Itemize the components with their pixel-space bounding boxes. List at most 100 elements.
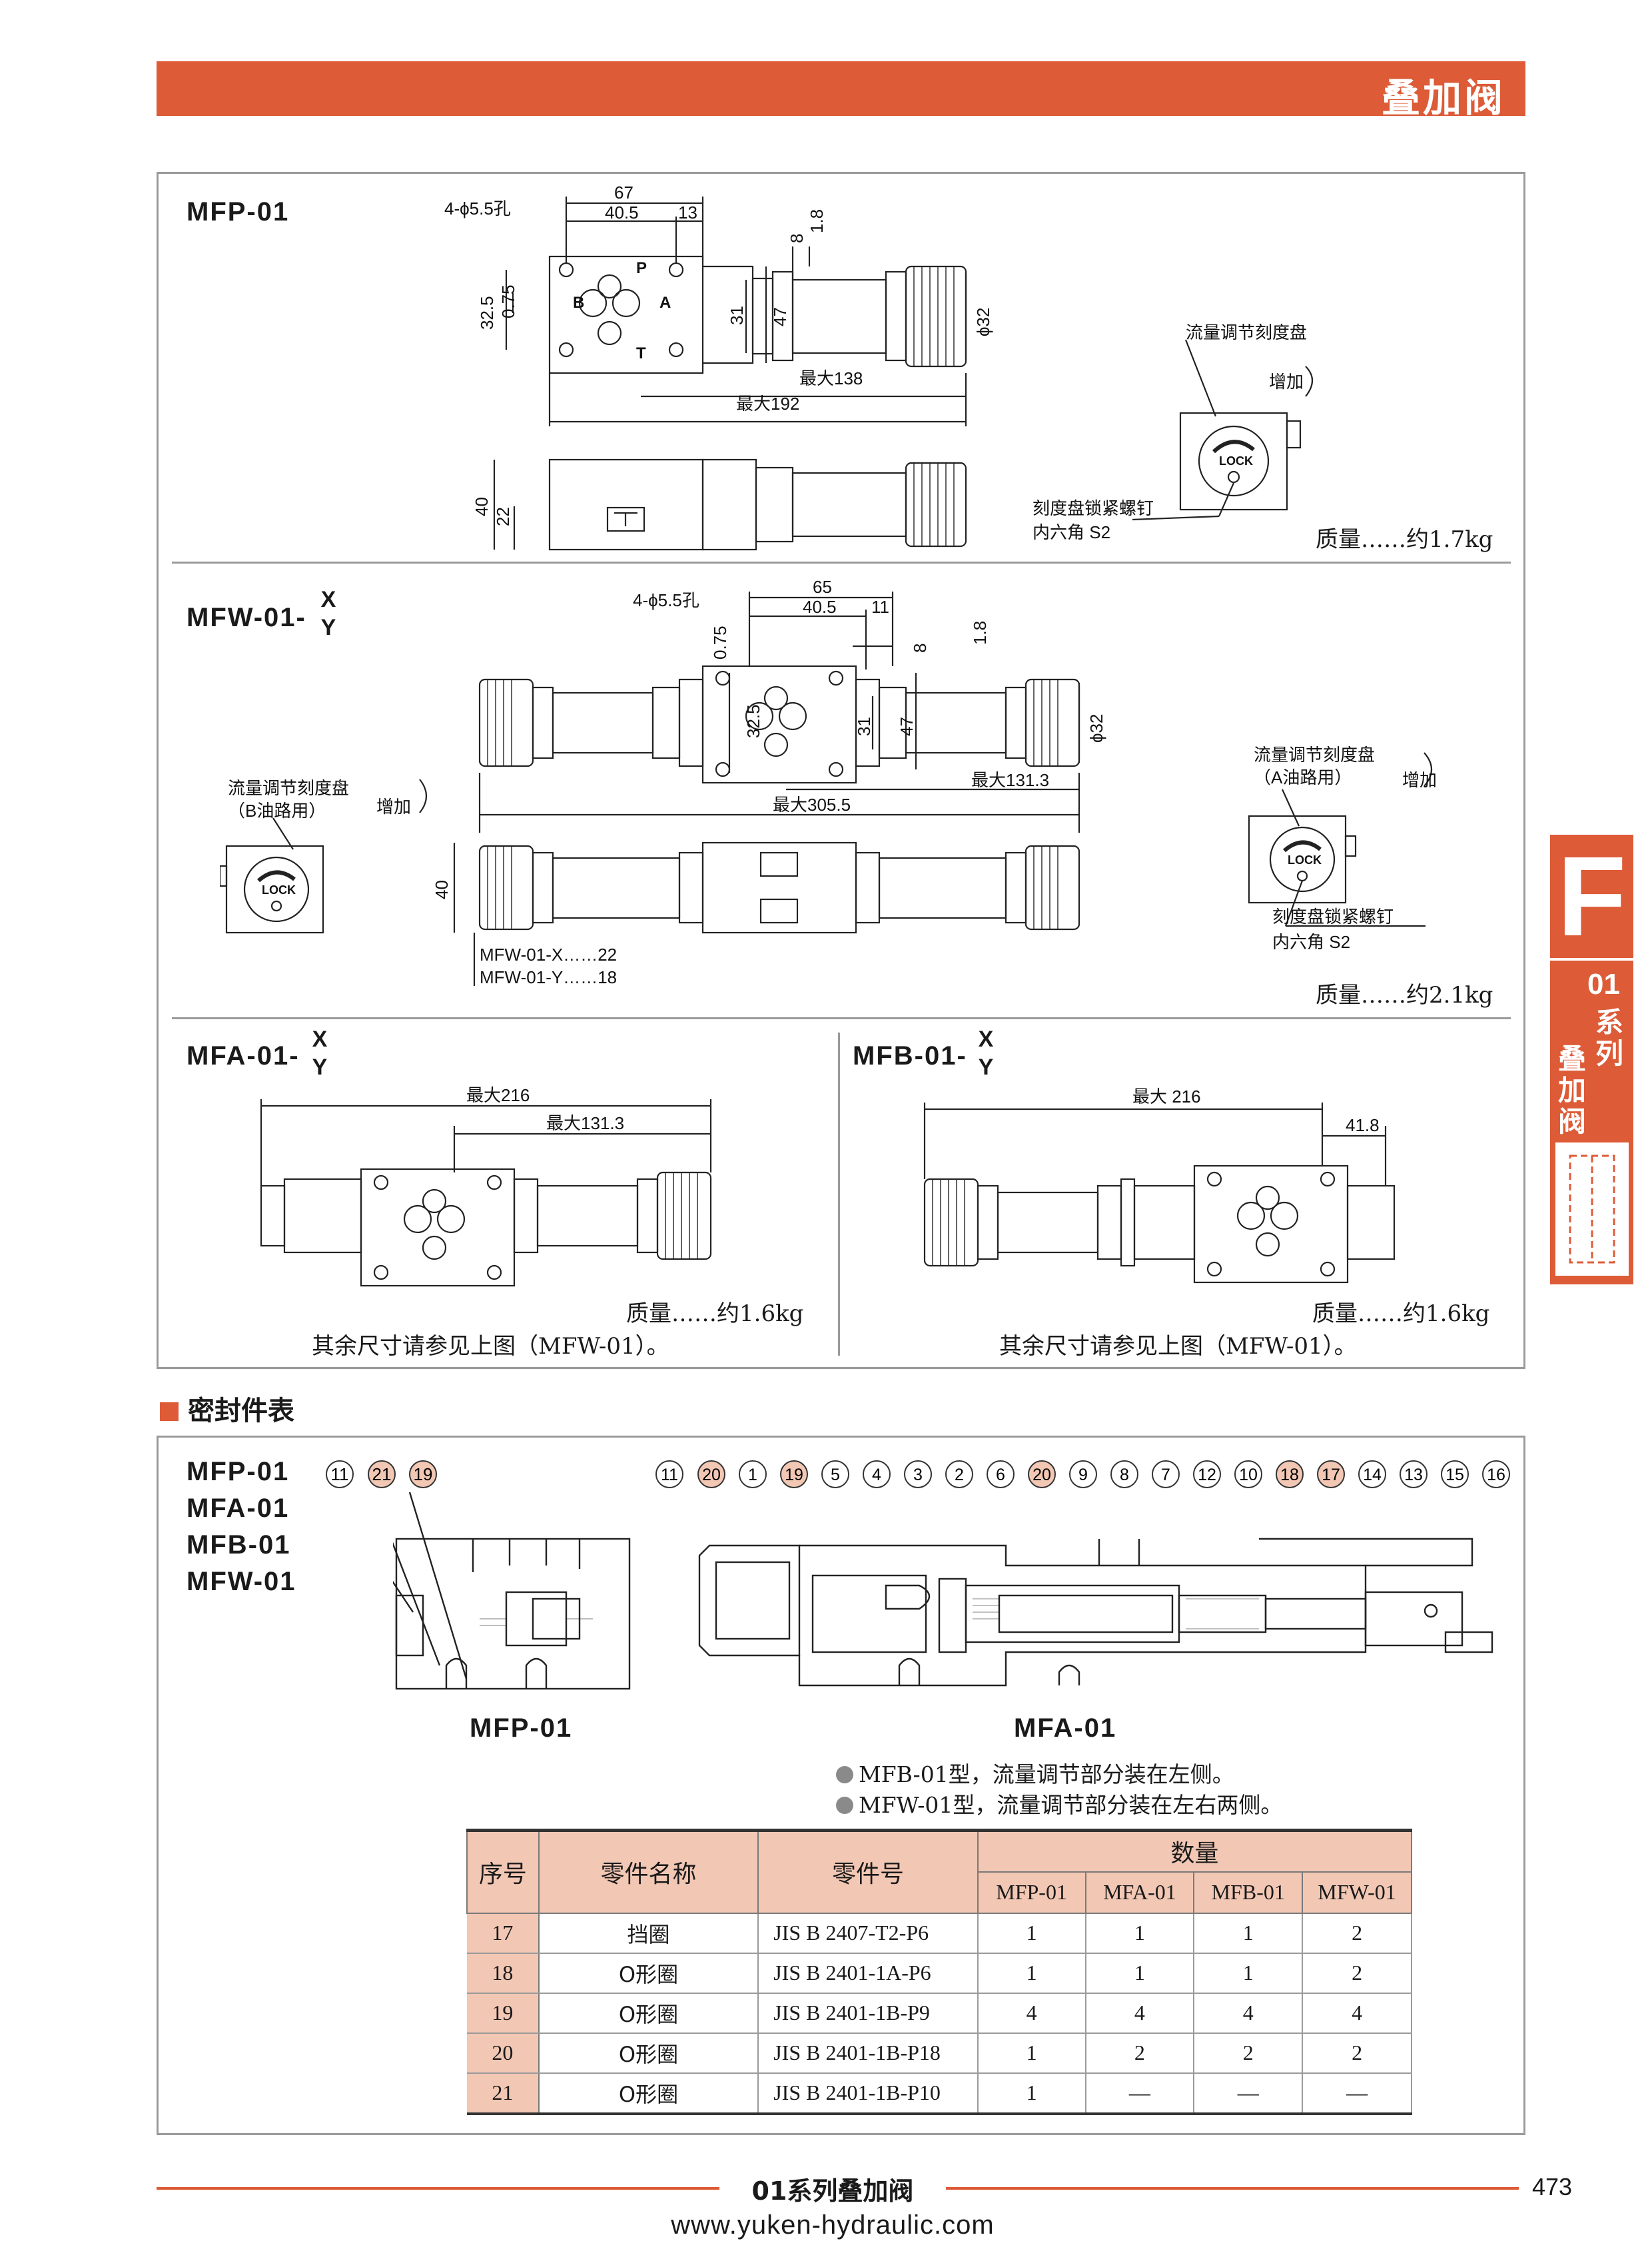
mfw-dial-b-sub: （B油路用） — [228, 801, 326, 821]
callout-r-13: 12 — [1198, 1466, 1216, 1484]
row-qty-mfp: 1 — [977, 2033, 1086, 2074]
mfw-holes-label: 4-ϕ5.5孔 — [633, 590, 699, 610]
footer-title: 01系列叠加阀 — [751, 2176, 914, 2206]
seals-note-1-text: MFB-01型，流量调节部分装在左侧。 — [859, 1761, 1234, 1787]
mfa-mass: 质量……约1.6kg — [626, 1300, 804, 1327]
row-part: JIS B 2401-1B-P9 — [758, 1993, 979, 2034]
mfp-dim-22: 22 — [493, 507, 513, 526]
footer-url[interactable]: www.yuken-hydraulic.com — [671, 2210, 995, 2240]
side-tab-symbol-icon — [1555, 1142, 1629, 1276]
side-tab-char-3: 叠 — [1558, 1043, 1587, 1075]
mfp-dim-47: 47 — [770, 307, 790, 326]
callout-l-0: 11 — [331, 1464, 349, 1484]
mfp-port-t: T — [636, 344, 646, 362]
mfw-increase-a: 增加 — [1402, 770, 1437, 790]
mfw-y-dim: MFW-01-Y……18 — [480, 967, 617, 987]
mfw-dim-47: 47 — [897, 717, 917, 736]
mfp-port-b: B — [573, 294, 584, 312]
table-row: 21 O形圈 JIS B 2401-1B-P10 1 — — — — [467, 2072, 1412, 2115]
callout-r-3: 19 — [785, 1466, 803, 1484]
mfa-note: 其余尺寸请参见上图（MFW-01）。 — [312, 1333, 669, 1360]
callout-r-18: 13 — [1404, 1466, 1423, 1484]
row-qty-mfw: 2 — [1302, 1953, 1412, 1994]
mfp-dim-13: 13 — [678, 203, 697, 223]
row-qty-mfb: — — [1194, 2072, 1304, 2115]
side-tab-letter: F — [1557, 833, 1627, 960]
row-qty-mfw: 2 — [1302, 1913, 1412, 1954]
col-header-mfp: MFP-01 — [977, 1871, 1086, 1914]
side-tab-char-1: 系 — [1595, 1006, 1624, 1039]
row-qty-mfa: 2 — [1085, 2033, 1195, 2074]
mfp-model-label: MFP-01 — [187, 197, 290, 226]
footer-line-left — [157, 2187, 719, 2190]
col-header-mfw: MFW-01 — [1302, 1871, 1412, 1914]
mfw-dial-a-detail: 流量调节刻度盘 （A油路用） 增加 LOCK 刻度盘锁紧螺钉 内六角 S2 — [1248, 745, 1437, 952]
mfb-dim-max216: 最大 216 — [1132, 1087, 1201, 1107]
header-title: 叠加阀 — [1381, 75, 1505, 121]
row-part: JIS B 2401-1B-P18 — [758, 2033, 979, 2074]
panel-divider-1 — [172, 562, 1511, 564]
mfp-port-a: A — [659, 294, 671, 312]
callout-l-2: 19 — [414, 1464, 433, 1484]
callout-r-1: 20 — [702, 1466, 721, 1484]
mfw-dimension-drawing: 4-ϕ5.5孔 65 40.5 11 8 1.8 0.75 32.5 31 47… — [432, 577, 1106, 987]
col-header-no: 序号 — [466, 1829, 540, 1914]
mfp-dial-detail: 流量调节刻度盘 增加 LOCK 刻度盘锁紧螺钉 内六角 S2 — [1032, 322, 1314, 542]
callout-r-6: 3 — [913, 1466, 923, 1484]
mfp-hex-label: 内六角 S2 — [1032, 522, 1110, 542]
callout-r-14: 10 — [1239, 1466, 1258, 1484]
mfp-dim-32-5: 32.5 — [477, 296, 497, 330]
mfp-dial-label: 流量调节刻度盘 — [1186, 322, 1307, 342]
mfp-dim-67: 67 — [614, 183, 633, 203]
mfw-x-dim: MFW-01-X……22 — [480, 945, 617, 965]
row-no: 19 — [467, 1993, 540, 2034]
seals-note-2: MFW-01型，流量调节部分装在左右两侧。 — [836, 1787, 1282, 1819]
mfw-dim-1-8: 1.8 — [970, 621, 990, 645]
callout-r-4: 5 — [831, 1466, 840, 1484]
mfw-dim-40-5: 40.5 — [803, 597, 837, 617]
row-no: 17 — [467, 1913, 540, 1954]
col-header-qty: 数量 — [977, 1829, 1413, 1873]
mfw-dim-8: 8 — [910, 644, 930, 653]
mfa-model-y: Y — [312, 1055, 328, 1080]
callout-r-20: 16 — [1487, 1466, 1505, 1484]
row-part: JIS B 2401-1A-P6 — [758, 1953, 979, 1994]
mfw-lock-a: LOCK — [1288, 853, 1322, 867]
mfp-dim-40-5: 40.5 — [605, 203, 639, 223]
mfw-dial-b-label: 流量调节刻度盘 — [228, 778, 349, 798]
bullet-icon — [836, 1797, 853, 1814]
mfw-dim-0-75: 0.75 — [710, 626, 730, 660]
mfp-dim-31: 31 — [727, 306, 747, 325]
seals-table: 序号 零件名称 零件号 数量 MFP-01 MFA-01 MFB-01 MFW-… — [466, 1829, 1413, 2115]
mfa-section-drawing — [698, 1538, 1493, 1687]
callout-r-19: 15 — [1446, 1466, 1464, 1484]
callout-r-10: 9 — [1078, 1466, 1088, 1484]
dimension-panel — [157, 172, 1525, 1369]
callout-r-16: 17 — [1322, 1466, 1340, 1484]
row-part: JIS B 2407-T2-P6 — [758, 1913, 979, 1954]
mfb-note: 其余尺寸请参见上图（MFW-01）。 — [999, 1333, 1357, 1360]
seals-panel — [157, 1436, 1525, 2135]
col-header-mfa: MFA-01 — [1084, 1871, 1195, 1914]
row-qty-mfb: 2 — [1194, 2033, 1304, 2074]
callout-r-2: 1 — [748, 1466, 757, 1484]
callout-r-11: 8 — [1120, 1466, 1129, 1484]
col-header-part: 零件号 — [757, 1829, 979, 1914]
row-qty-mfa: — — [1085, 2072, 1195, 2115]
mfw-dial-a-label: 流量调节刻度盘 — [1254, 745, 1375, 765]
table-row: 17 挡圈 JIS B 2407-T2-P6 1 1 1 2 — [467, 1913, 1412, 1954]
row-qty-mfp: 1 — [977, 2072, 1086, 2115]
seals-model-list: MFP-01 MFA-01 MFB-01 MFW-01 — [187, 1454, 296, 1600]
mfp-mass: 质量……约1.7kg — [1316, 526, 1493, 553]
side-tab-series: 01 — [1587, 968, 1620, 1001]
mfa-dim-max216: 最大216 — [466, 1085, 530, 1105]
side-tab-char-4: 加 — [1558, 1074, 1587, 1107]
mfp-dim-max192: 最大192 — [736, 394, 799, 414]
mfw-dim-32-5: 32.5 — [743, 704, 763, 738]
row-name: O形圈 — [538, 2072, 759, 2115]
mfw-dim-max131: 最大131.3 — [971, 770, 1049, 790]
mfp-dim-phi32: ϕ32 — [973, 308, 993, 336]
callout-r-5: 4 — [872, 1466, 881, 1484]
mfa-model-x: X — [312, 1027, 328, 1052]
row-qty-mfa: 4 — [1085, 1993, 1195, 2034]
